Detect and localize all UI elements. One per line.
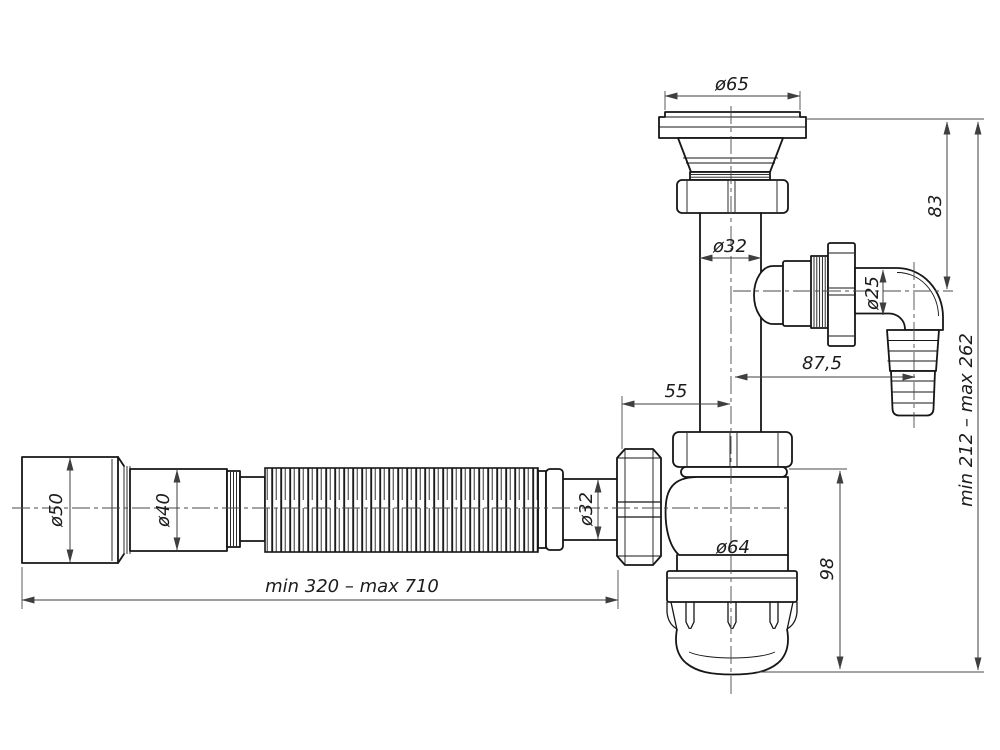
dim-flex-length-range: min 320 – max 710	[265, 576, 439, 597]
dim-flange-diameter: ø65	[714, 74, 749, 95]
dim-branch-hose-diameter: ø25	[862, 276, 883, 311]
dim-overall-height-range: min 212 – max 262	[956, 333, 977, 507]
dim-trap-body-diameter: ø64	[715, 537, 750, 558]
flex-end-ring-a	[537, 470, 547, 549]
side-inlet	[537, 448, 662, 566]
dim-reducer-diameter: ø40	[153, 493, 174, 528]
corrugated-hose	[264, 467, 539, 553]
dim-inlet-offset: 55	[665, 381, 688, 402]
dimensions: ø65 83 min 212 – max 262 ø32 ø25 87,5 55…	[21, 74, 984, 673]
bottle-trap	[664, 431, 798, 676]
strainer-thread-ring	[689, 171, 771, 181]
trap-body-lip	[680, 466, 788, 478]
centerlines	[12, 106, 953, 698]
trap-top-nut	[672, 431, 793, 468]
hose-barb-upper	[886, 329, 940, 372]
dim-flex-pipe-diameter: ø32	[576, 492, 597, 527]
dim-trap-body-height: 98	[817, 558, 838, 581]
dim-cuff-diameter: ø50	[46, 493, 67, 528]
branch-inlet	[753, 242, 944, 417]
trap-cup	[675, 628, 789, 676]
flexible-outlet	[21, 456, 539, 564]
trap-cup-ring	[666, 570, 798, 603]
dim-branch-offset: 87,5	[802, 353, 842, 374]
dim-outlet-pipe-diameter: ø32	[712, 236, 747, 257]
strainer-flange	[658, 111, 807, 139]
flex-end-ring-b	[545, 468, 564, 551]
branch-dome	[753, 265, 791, 325]
inlet-nut	[616, 448, 662, 566]
flex-pipe-end	[562, 478, 618, 541]
dim-branch-height: 83	[925, 195, 946, 218]
outlet-pipe	[699, 212, 762, 434]
sink-strainer	[658, 111, 807, 434]
reducer-40	[129, 468, 228, 552]
strainer-nut	[676, 179, 789, 214]
trap-cup-ribs	[666, 601, 798, 632]
branch-collar	[782, 260, 813, 327]
flex-neck	[239, 476, 266, 542]
strainer-cone	[677, 137, 784, 173]
trap-body	[664, 476, 789, 556]
hose-barb-lower	[890, 370, 936, 417]
branch-nut	[827, 242, 856, 347]
